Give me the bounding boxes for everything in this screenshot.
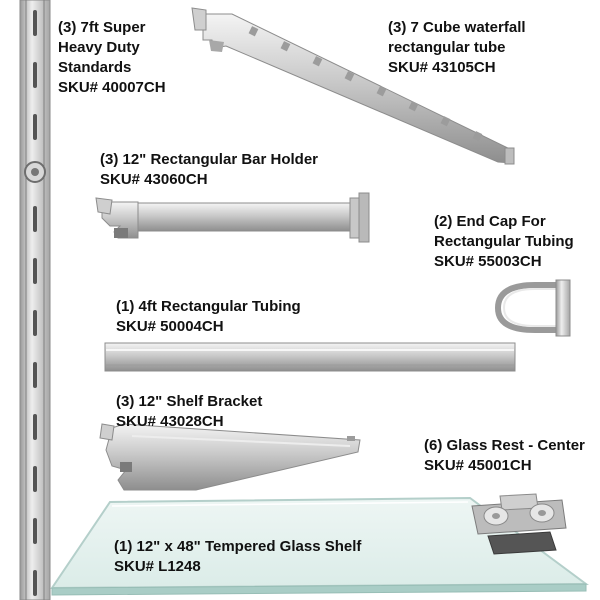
label-sku: SKU# 43105CH xyxy=(388,59,496,76)
label-glass-rest: (6) Glass Rest - Center SKU# 45001CH xyxy=(424,436,585,476)
label-glass-shelf: (1) 12" x 48" Tempered Glass Shelf SKU# … xyxy=(114,537,361,577)
label-line: (3) 7ft Super xyxy=(58,19,146,36)
label-sku: SKU# 43028CH xyxy=(116,413,224,430)
label-line: Rectangular Tubing xyxy=(434,233,574,250)
label-shelf-bracket: (3) 12" Shelf Bracket SKU# 43028CH xyxy=(116,392,262,432)
label-sku: SKU# L1248 xyxy=(114,558,201,575)
label-line: (3) 12" Rectangular Bar Holder xyxy=(100,151,319,168)
rectangular-tubing-part xyxy=(104,342,516,372)
label-sku: SKU# 50004CH xyxy=(116,318,224,335)
label-line: (6) Glass Rest - Center xyxy=(424,437,585,454)
label-line: (1) 12" x 48" Tempered Glass Shelf xyxy=(114,538,362,555)
label-line: (2) End Cap For xyxy=(434,213,546,230)
shelf-bracket-part xyxy=(99,423,361,491)
label-tubing: (1) 4ft Rectangular Tubing SKU# 50004CH xyxy=(116,297,301,337)
label-line: (3) 7 Cube waterfall xyxy=(388,19,526,36)
label-line: rectangular tube xyxy=(388,39,506,56)
label-sku: SKU# 40007CH xyxy=(58,79,166,96)
label-line: (1) 4ft Rectangular Tubing xyxy=(116,298,301,315)
label-standards: (3) 7ft Super Heavy Duty Standards SKU# … xyxy=(58,18,166,98)
label-sku: SKU# 43060CH xyxy=(100,171,208,188)
label-end-cap: (2) End Cap For Rectangular Tubing SKU# … xyxy=(434,212,574,272)
label-waterfall: (3) 7 Cube waterfall rectangular tube SK… xyxy=(388,18,526,78)
label-bar-holder: (3) 12" Rectangular Bar Holder SKU# 4306… xyxy=(100,150,318,190)
standard-strip xyxy=(19,0,51,600)
label-line: Standards xyxy=(58,59,132,76)
end-cap-part xyxy=(494,279,571,337)
glass-rest-part xyxy=(471,493,567,555)
waterfall-bracket xyxy=(191,7,515,165)
bar-holder-bracket xyxy=(95,192,370,243)
label-sku: SKU# 55003CH xyxy=(434,253,542,270)
label-line: Heavy Duty xyxy=(58,39,140,56)
label-line: (3) 12" Shelf Bracket xyxy=(116,393,263,410)
glass-shelf-part xyxy=(50,496,589,596)
label-sku: SKU# 45001CH xyxy=(424,457,532,474)
